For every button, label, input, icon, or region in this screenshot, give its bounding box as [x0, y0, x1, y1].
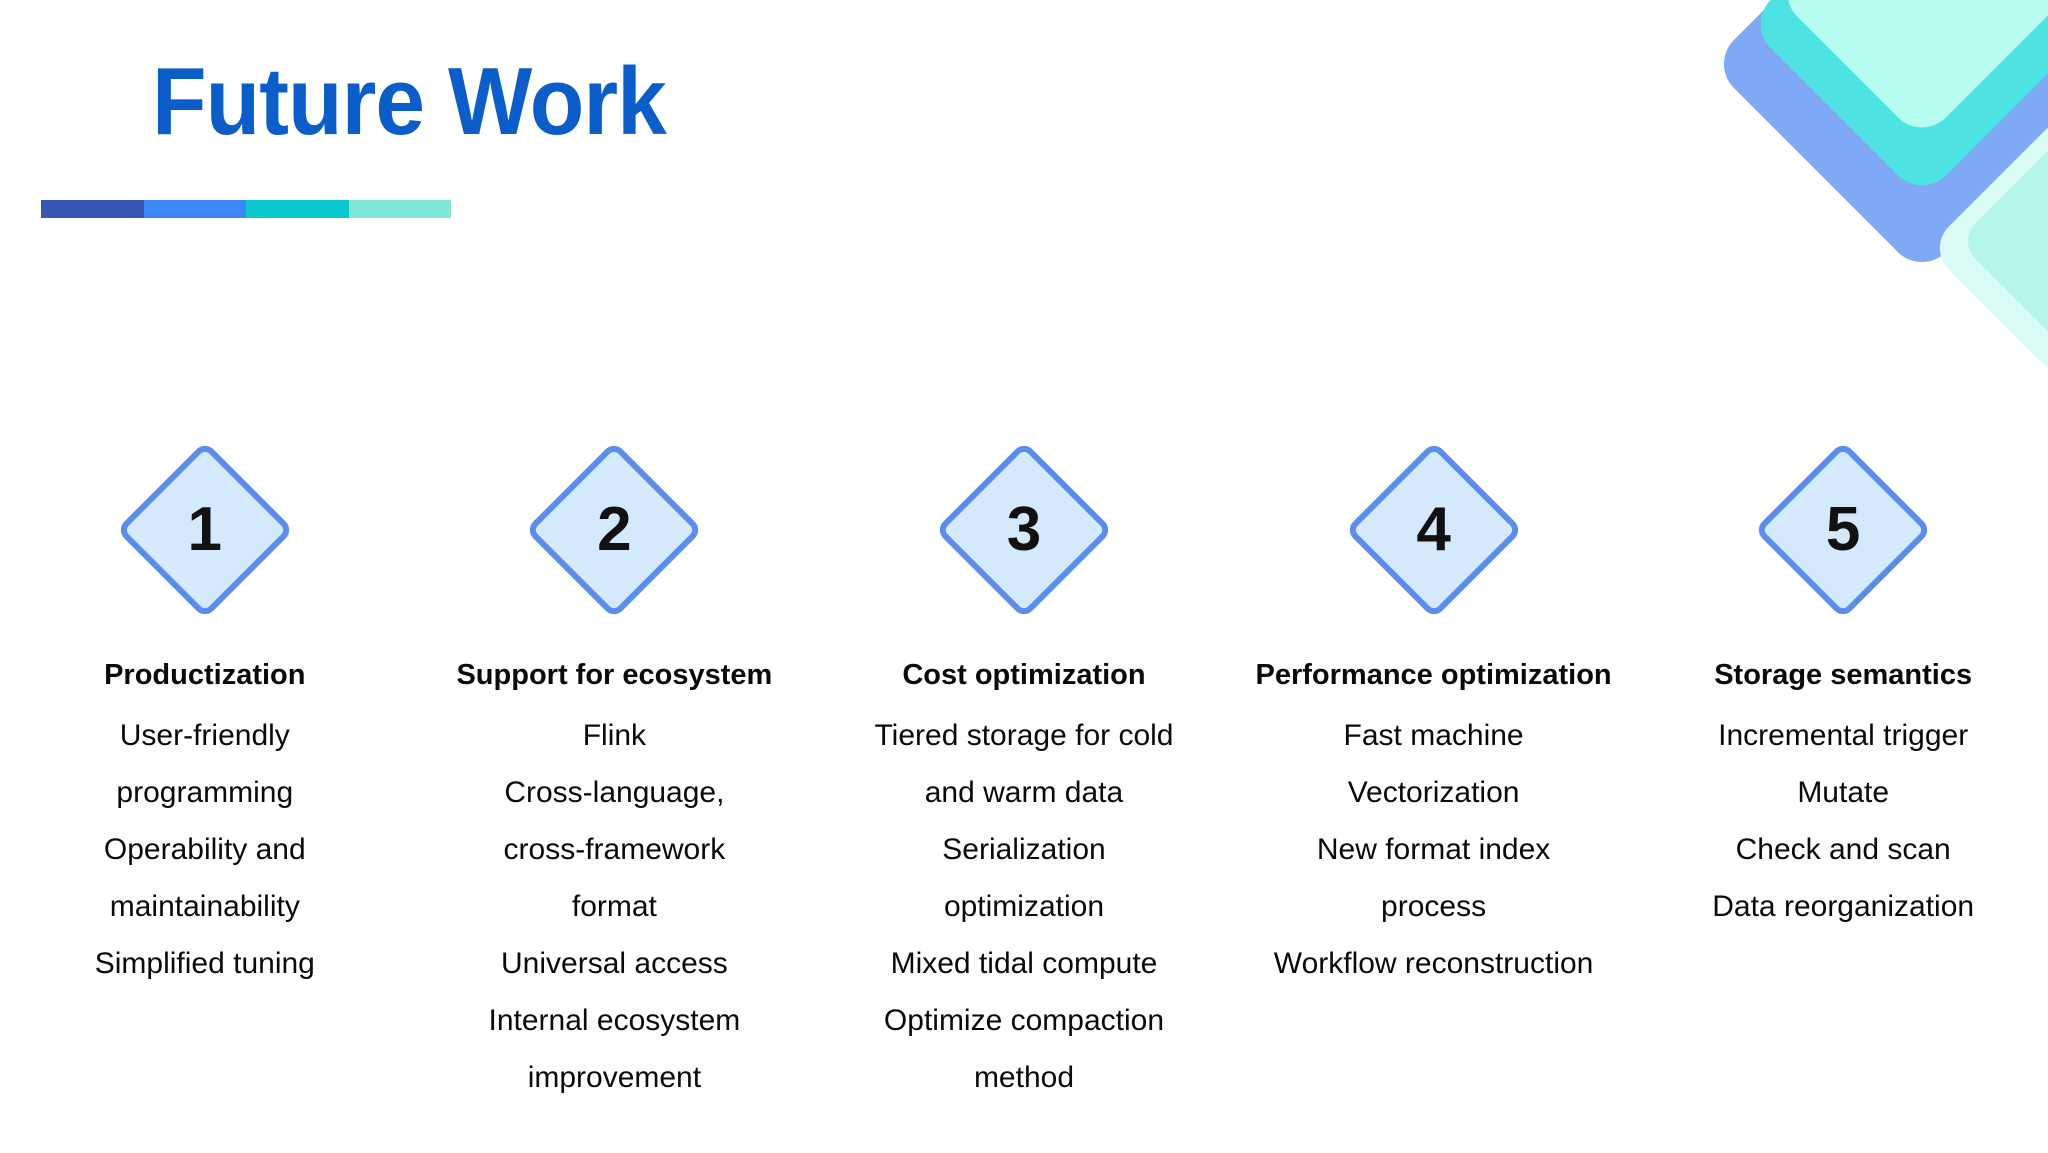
column-3: 3 Cost optimization Tiered storage for c… — [819, 440, 1229, 1106]
diamond-number: 5 — [1825, 495, 1861, 564]
diamond-badge-5: 5 — [1753, 440, 1933, 620]
accent-bar-segment-2 — [143, 200, 246, 218]
column-heading: Cost optimization — [902, 659, 1146, 691]
column-1: 1 Productization User-friendly programmi… — [0, 440, 410, 1106]
column-heading: Storage semantics — [1714, 659, 1973, 691]
diamond-badge-4: 4 — [1344, 440, 1524, 620]
list-item: Optimize compaction method — [883, 1003, 1165, 1094]
list-item: User-friendly programming — [116, 718, 294, 809]
columns-container: 1 Productization User-friendly programmi… — [0, 440, 2048, 1106]
accent-bar-segment-3 — [246, 200, 349, 218]
column-items: Incremental trigger Mutate Check and sca… — [1693, 707, 1993, 935]
chevron-shape-inner — [1773, 0, 2048, 142]
column-heading: Support for ecosystem — [456, 659, 773, 691]
column-4: 4 Performance optimization Fast machine … — [1229, 440, 1639, 1106]
list-item: Tiered storage for cold and warm data — [874, 718, 1174, 809]
column-items: Flink Cross-language, cross-framework fo… — [464, 707, 764, 1106]
column-heading: Productization — [104, 659, 306, 691]
list-item: Simplified tuning — [94, 946, 315, 980]
diamond-number: 3 — [1006, 495, 1042, 564]
list-item: Vectorization — [1347, 775, 1520, 809]
list-item: Incremental trigger — [1718, 718, 1969, 752]
list-item: Serialization optimization — [942, 832, 1106, 923]
accent-bar-segment-4 — [348, 200, 451, 218]
chevron-shape-middle — [1746, 0, 2048, 200]
list-item: Data reorganization — [1712, 889, 1975, 923]
list-item: New format index process — [1316, 832, 1551, 923]
list-item: Check and scan — [1735, 832, 1951, 866]
diamond-badge-2: 2 — [524, 440, 704, 620]
column-items: User-friendly programming Operability an… — [90, 707, 320, 992]
accent-bar — [41, 200, 451, 218]
chevron-shape-outer — [1709, 0, 2048, 277]
column-2: 2 Support for ecosystem Flink Cross-lang… — [410, 440, 820, 1106]
diamond-number: 4 — [1416, 495, 1451, 564]
list-item: Cross-language, cross-framework format — [503, 775, 726, 923]
list-item: Mixed tidal compute — [890, 946, 1158, 980]
column-heading: Performance optimization — [1255, 659, 1612, 691]
diamond-badge-3: 3 — [934, 440, 1114, 620]
diamond-number: 1 — [187, 495, 223, 564]
column-items: Fast machine Vectorization New format in… — [1269, 707, 1599, 992]
list-item: Workflow reconstruction — [1273, 946, 1594, 980]
list-item: Flink — [582, 718, 647, 752]
column-5: 5 Storage semantics Incremental trigger … — [1638, 440, 2048, 1106]
diamond-badge-1: 1 — [115, 440, 295, 620]
list-item: Operability and maintainability — [103, 832, 306, 923]
list-item: Fast machine — [1343, 718, 1524, 752]
column-items: Tiered storage for cold and warm data Se… — [874, 707, 1174, 1106]
page-title: Future Work — [152, 48, 667, 155]
list-item: Internal ecosystem improvement — [488, 1003, 741, 1094]
diamond-number: 2 — [597, 495, 632, 564]
accent-bar-segment-1 — [41, 200, 144, 218]
chevron-shape-secondary-inner — [1957, 129, 2048, 353]
chevron-shape-secondary-outer — [1927, 109, 2048, 387]
list-item: Universal access — [501, 946, 728, 980]
list-item: Mutate — [1797, 775, 1890, 809]
